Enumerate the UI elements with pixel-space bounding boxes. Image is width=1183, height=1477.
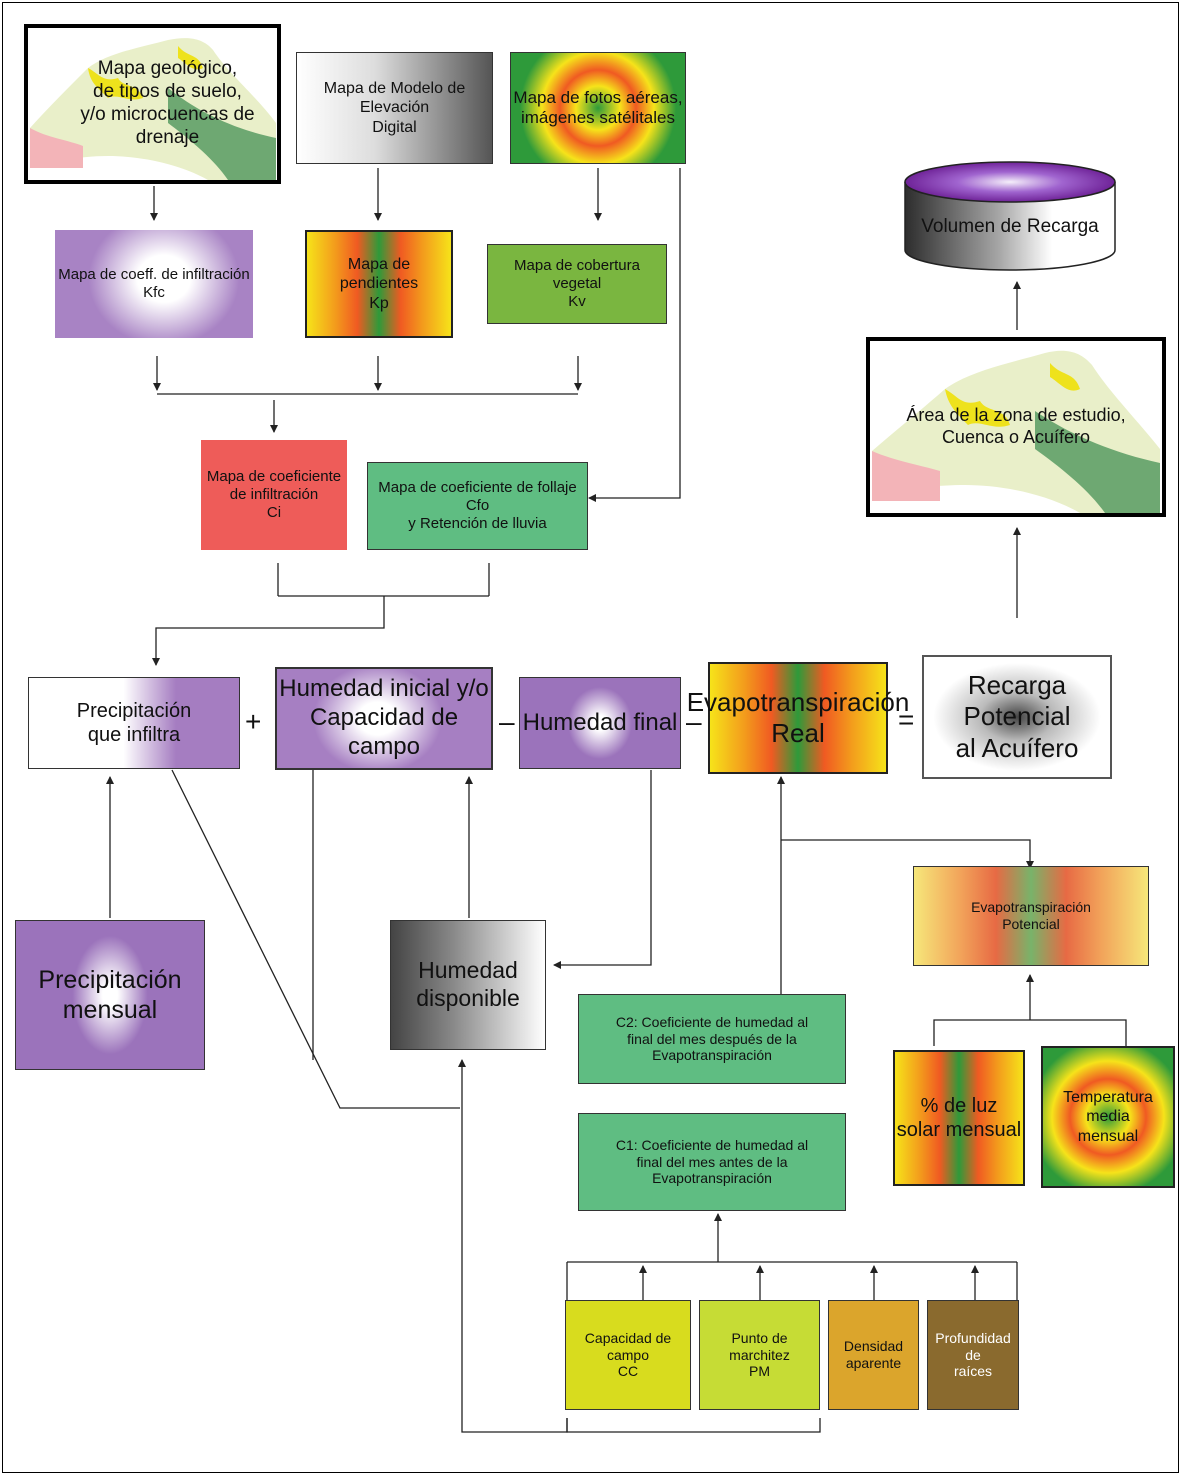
- mapa-fotos-box: Mapa de fotos aéreas, imágenes satélital…: [510, 52, 686, 164]
- punto-marchitez-label: Punto de marchitez PM: [729, 1329, 790, 1380]
- minus-operator-1: –: [499, 706, 515, 737]
- etp-box: Evapotranspiración Potencial: [913, 866, 1149, 966]
- capacidad-campo-box: Capacidad de campo CC: [565, 1300, 691, 1410]
- mapa-dem-label: Mapa de Modelo de Elevación Digital: [323, 80, 466, 136]
- recarga-potencial-box: Recarga Potencial al Acuífero: [922, 655, 1112, 779]
- densidad-box: Densidad aparente: [828, 1300, 919, 1410]
- mapa-fotos-label: Mapa de fotos aéreas, imágenes satélital…: [513, 87, 683, 127]
- etp-label: Evapotranspiración Potencial: [971, 899, 1091, 932]
- area-estudio-box: Área de la zona de estudio, Cuenca o Acu…: [866, 337, 1166, 517]
- basin-map-icon: [30, 38, 276, 180]
- mapa-dem-box: Mapa de Modelo de Elevación Digital: [296, 52, 493, 164]
- luz-solar-box: % de luz solar mensual: [893, 1050, 1025, 1186]
- plus-operator: +: [245, 706, 262, 737]
- etr-label: Evapotranspiración Real: [686, 686, 910, 748]
- mapa-pendientes-label: Mapa de pendientes Kp: [339, 256, 419, 312]
- mapa-coef-ci-label: Mapa de coeficiente de infiltración Ci: [206, 468, 342, 521]
- humedad-inicial-box: Humedad inicial y/o Capacidad de campo: [275, 667, 493, 770]
- profundidad-box: Profundidad de raíces: [927, 1300, 1019, 1410]
- precipitacion-mensual-label: Precipitación mensual: [38, 966, 182, 1024]
- etr-box: Evapotranspiración Real: [687, 662, 909, 774]
- c2-box: C2: Coeficiente de humedad al final del …: [578, 994, 846, 1084]
- volumen-recarga-cylinder: Volumen de Recarga: [903, 160, 1117, 272]
- mapa-coef-ci-box: Mapa de coeficiente de infiltración Ci: [201, 440, 347, 550]
- humedad-final-box: Humedad final: [519, 677, 681, 769]
- humedad-final-label: Humedad final: [522, 708, 678, 736]
- temperatura-label: Temperatura media mensual: [1063, 1089, 1153, 1145]
- capacidad-campo-label: Capacidad de campo CC: [584, 1329, 672, 1380]
- equals-operator: =: [898, 704, 915, 735]
- area-estudio-label: Área de la zona de estudio, Cuenca o Acu…: [906, 405, 1126, 447]
- luz-solar-label: % de luz solar mensual: [896, 1095, 1022, 1141]
- c2-label: C2: Coeficiente de humedad al final del …: [615, 1013, 809, 1064]
- punto-marchitez-box: Punto de marchitez PM: [699, 1300, 820, 1410]
- mapa-coeff-infiltracion-label: Mapa de coeff. de infiltración Kfc: [58, 266, 250, 301]
- c1-label: C1: Coeficiente de humedad al final del …: [615, 1136, 809, 1187]
- cylinder-icon: [904, 161, 1116, 271]
- mapa-follaje-box: Mapa de coeficiente de follaje Cfo y Ret…: [367, 462, 588, 550]
- minus-operator-2: –: [686, 706, 702, 737]
- humedad-disponible-box: Humedad disponible: [390, 920, 546, 1050]
- temperatura-box: Temperatura media mensual: [1041, 1046, 1175, 1188]
- mapa-coeff-infiltracion-box: Mapa de coeff. de infiltración Kfc: [55, 230, 253, 338]
- recarga-potencial-label: Recarga Potencial al Acuífero: [955, 670, 1079, 763]
- mapa-geologico-box: Mapa geológico, de tipos de suelo, y/o m…: [24, 24, 281, 184]
- mapa-cobertura-label: Mapa de cobertura vegetal Kv: [514, 257, 640, 310]
- mapa-cobertura-box: Mapa de cobertura vegetal Kv: [487, 244, 667, 324]
- precipitacion-infiltra-label: Precipitación que infiltra: [76, 700, 192, 746]
- volumen-recarga-label: Volumen de Recarga: [921, 216, 1099, 237]
- densidad-label: Densidad aparente: [843, 1338, 904, 1371]
- precipitacion-mensual-box: Precipitación mensual: [15, 920, 205, 1070]
- basin-map-icon: [872, 350, 1160, 513]
- mapa-pendientes-box: Mapa de pendientes Kp: [305, 230, 453, 338]
- humedad-disponible-label: Humedad disponible: [416, 957, 520, 1011]
- c1-box: C1: Coeficiente de humedad al final del …: [578, 1113, 846, 1211]
- profundidad-label: Profundidad de raíces: [935, 1329, 1011, 1380]
- mapa-geologico-label: Mapa geológico, de tipos de suelo, y/o m…: [80, 58, 255, 148]
- precipitacion-infiltra-box: Precipitación que infiltra: [28, 677, 240, 769]
- mapa-follaje-label: Mapa de coeficiente de follaje Cfo y Ret…: [378, 479, 577, 532]
- humedad-inicial-label: Humedad inicial y/o Capacidad de campo: [279, 675, 489, 760]
